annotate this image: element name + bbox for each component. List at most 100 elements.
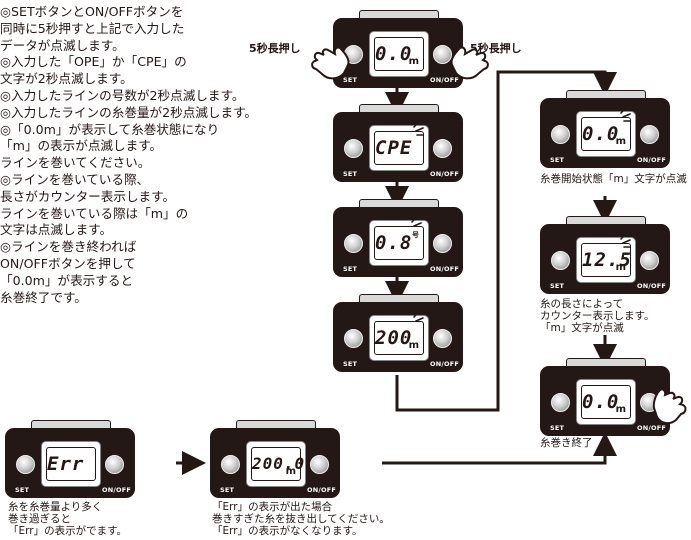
- onoff-label: ON/OFF: [430, 170, 459, 178]
- caption-winding-start: 糸巻開始状態「m」文字が点滅: [540, 173, 687, 185]
- lcd-screen: 200.0 m: [246, 441, 306, 487]
- caption-finished: 糸巻き終了: [540, 437, 593, 449]
- connector-d4-to-d5: [395, 70, 617, 412]
- blink-mark-line-number: [411, 215, 422, 227]
- counter-device-capacity: SET ON/OFF 200 m: [333, 294, 463, 372]
- blink-mark-capacity: [413, 310, 424, 322]
- set-button[interactable]: [344, 139, 363, 158]
- lcd-value: 200: [375, 327, 413, 349]
- lcd-screen: 0.0 m: [576, 379, 636, 425]
- onoff-label: ON/OFF: [430, 265, 459, 273]
- lcd-screen: 200 m: [369, 315, 429, 361]
- step-line: ◎「0.0m」が表示して糸巻状態になり: [0, 121, 220, 137]
- lcd-unit: m: [408, 56, 419, 67]
- set-button[interactable]: [551, 251, 570, 270]
- lcd-value: CPE: [375, 137, 413, 159]
- set-button[interactable]: [344, 329, 363, 348]
- onoff-label: ON/OFF: [637, 424, 666, 432]
- press-label-left: 5秒長押し: [249, 42, 301, 55]
- counter-device-winding-start: SET ON/OFF 0.0 m: [540, 90, 670, 168]
- set-button[interactable]: [551, 393, 570, 412]
- onoff-label: ON/OFF: [430, 76, 459, 84]
- set-label: SET: [15, 486, 30, 494]
- pressing-hand-left-icon: [311, 46, 350, 80]
- lcd-frame: 0.8 号: [374, 226, 424, 260]
- step-line: ON/OFFボタンを押して: [0, 255, 136, 271]
- caption-counting: 糸の長さによって カウンター表示します。 「m」文字が点滅: [540, 298, 654, 334]
- set-label: SET: [550, 424, 565, 432]
- onoff-label: ON/OFF: [430, 360, 459, 368]
- caption-line: カウンター表示します。: [540, 310, 655, 322]
- set-button[interactable]: [221, 455, 240, 474]
- step-line: 長さがカウンター表示します。: [0, 188, 176, 204]
- step-line: 糸巻終了です。: [0, 289, 87, 305]
- lcd-value: 0.0: [375, 43, 413, 65]
- step-line: 「m」の表示が点滅します。: [0, 138, 163, 154]
- set-button[interactable]: [16, 455, 35, 474]
- counter-device-finished: SET ON/OFF 0.0 m: [540, 358, 670, 436]
- counter-device-counting: SET ON/OFF 12.5 m: [540, 216, 670, 294]
- caption-line: 糸巻き終了: [540, 437, 593, 449]
- step-line: 「0.0m」が表示すると: [0, 272, 134, 288]
- onoff-button[interactable]: [640, 125, 659, 144]
- pressing-hand-right-icon: [450, 46, 489, 80]
- counter-device-start: SET ON/OFF 0.0 m: [333, 10, 463, 88]
- caption-line: 糸を糸巻量より多く: [8, 501, 103, 513]
- caption-line: 「m」文字が点滅: [540, 322, 624, 334]
- blink-mark-cpe: [413, 120, 424, 136]
- pressing-hand-icon: [652, 388, 687, 425]
- caption-over-capacity: 「Err」の表示が出た場合 巻きすぎた糸を抜き出してください。 「Err」の表示…: [212, 501, 390, 537]
- blink-mark-counting: [620, 232, 631, 248]
- caption-line: 巻き過ぎると: [8, 513, 71, 525]
- set-button[interactable]: [551, 125, 570, 144]
- set-button[interactable]: [344, 234, 363, 253]
- lcd-frame: 0.0 m: [581, 117, 631, 151]
- onoff-button[interactable]: [310, 455, 329, 474]
- connector-d9-to-end: [382, 432, 617, 465]
- caption-line: 「Err」の表示がでます。: [8, 525, 128, 537]
- caption-line: 糸の長さによって: [540, 298, 624, 310]
- lcd-unit: m: [615, 262, 626, 273]
- onoff-button[interactable]: [433, 45, 452, 64]
- step-line: ◎入力した「OPE」か「CPE」の: [0, 54, 187, 70]
- caption-line: 「Err」の表示が出た場合: [212, 501, 333, 513]
- counter-device-line-number: SET ON/OFF 0.8 号: [333, 199, 463, 277]
- set-label: SET: [343, 170, 358, 178]
- onoff-button[interactable]: [433, 139, 452, 158]
- caption-line: 糸巻開始状態「m」文字が点滅: [540, 173, 687, 185]
- caption-line: 巻きすぎた糸を抜き出してください。: [212, 513, 390, 525]
- step-line: ◎入力したラインの糸巻量が2秒点滅します。: [0, 104, 258, 120]
- lcd-frame: 0.0 m: [374, 37, 424, 71]
- step-line: データが点滅します。: [0, 37, 125, 53]
- step-line: ラインを巻いている際は「m」の: [0, 205, 189, 221]
- lcd-screen: 0.0 m: [576, 111, 636, 157]
- lcd-value: 0.0: [582, 391, 620, 413]
- step-line: 同時に5秒押すと上記で入力した: [0, 20, 185, 36]
- onoff-button[interactable]: [105, 455, 124, 474]
- onoff-button[interactable]: [433, 329, 452, 348]
- lcd-frame: CPE: [374, 131, 424, 165]
- set-label: SET: [343, 360, 358, 368]
- lcd-screen: CPE: [369, 125, 429, 171]
- onoff-button[interactable]: [433, 234, 452, 253]
- step-line: ◎ラインを巻き終われば: [0, 239, 137, 255]
- step-line: ◎SETボタンとON/OFFボタンを: [0, 4, 184, 19]
- onoff-label: ON/OFF: [102, 486, 131, 494]
- lcd-value: Err: [47, 453, 85, 475]
- lcd-unit: 号: [412, 231, 419, 239]
- counter-device-error: SET ON/OFF Err: [5, 420, 135, 498]
- lcd-frame: Err: [46, 447, 96, 481]
- lcd-frame: 0.0 m: [581, 385, 631, 419]
- caption-error: 糸を糸巻量より多く 巻き過ぎると 「Err」の表示がでます。: [8, 501, 127, 537]
- lcd-unit: m: [408, 340, 419, 351]
- lcd-unit: m: [615, 404, 626, 415]
- counter-device-cpe: SET ON/OFF CPE: [333, 104, 463, 182]
- lcd-screen: 0.8 号: [369, 220, 429, 266]
- set-label: SET: [550, 282, 565, 290]
- set-label: SET: [220, 486, 235, 494]
- step-line: ◎入力したラインの号数が2秒点滅します。: [0, 87, 245, 103]
- onoff-button[interactable]: [640, 251, 659, 270]
- set-label: SET: [343, 265, 358, 273]
